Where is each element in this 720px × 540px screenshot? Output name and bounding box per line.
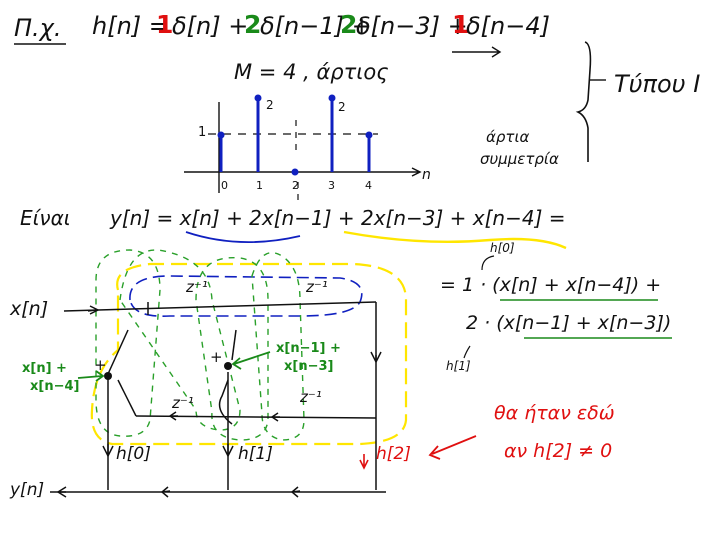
symmetry-axis xyxy=(295,118,299,200)
coef-0: 1 xyxy=(156,10,174,39)
xtick-2: 2 xyxy=(292,179,299,192)
symmetry-line2: συμμετρία xyxy=(480,150,559,168)
xtick-1: 1 xyxy=(256,179,263,192)
sum-node-left xyxy=(104,372,112,380)
example-prefix: Π.χ. xyxy=(14,14,62,42)
stems xyxy=(217,94,373,176)
x-axis xyxy=(184,167,422,177)
mid-arrow-down xyxy=(222,444,234,458)
stem-head-n3 xyxy=(328,94,336,102)
highlight-loops xyxy=(90,249,408,446)
green-arrow-left xyxy=(77,370,105,382)
h1-tag: h[1] xyxy=(446,359,471,373)
coef-h2: h[2] xyxy=(376,444,411,464)
sum-label-right-2: x[n−3] xyxy=(284,359,334,374)
term-0: δ[n] + xyxy=(172,12,249,40)
xtick-4: 4 xyxy=(365,179,372,192)
bottom-to-sum-right xyxy=(218,379,233,425)
top-delay-line xyxy=(63,301,377,312)
input-label: x[n] xyxy=(10,298,49,320)
grouped-line2: 2 · (x[n−1] + x[n−3]) xyxy=(466,312,672,334)
einai-formula: y[n] = x[n] + 2x[n−1] + 2x[n−3] + x[n−4]… xyxy=(110,206,566,230)
coef-h0: h[0] xyxy=(116,444,151,464)
value-label-n1: 2 xyxy=(266,98,274,112)
block-diagram xyxy=(50,301,386,498)
bottom-to-sum-left xyxy=(117,379,137,417)
output-arrow xyxy=(56,486,67,498)
delay-top-1: z⁻¹ xyxy=(186,278,208,296)
stem-head-n1 xyxy=(254,94,262,102)
stem-head-n2 xyxy=(291,168,299,176)
coef-h1: h[1] xyxy=(238,444,273,464)
xtick-0: 0 xyxy=(221,179,228,192)
sum-label-left-1: x[n] + xyxy=(22,361,67,376)
equation-lhs: h[n] = xyxy=(92,12,169,40)
term-1: δ[n−1] + xyxy=(260,12,372,40)
order-line: M = 4 , άρτιος xyxy=(234,60,389,84)
grouped-line1: = 1 · (x[n] + x[n−4]) + xyxy=(440,274,662,296)
stem-plot xyxy=(184,94,422,200)
sum-label-left-2: x[n−4] xyxy=(30,379,80,394)
blue-underline xyxy=(185,231,301,244)
type-label: Τύπου I xyxy=(614,70,701,98)
xtick-3: 3 xyxy=(328,179,335,192)
term-3: δ[n−3] + xyxy=(356,12,468,40)
input-arrow xyxy=(87,305,100,315)
symmetry-line1: άρτια xyxy=(486,128,530,146)
x-to-sum-right xyxy=(231,329,237,361)
x-to-sum-left xyxy=(107,329,129,375)
h0-pointer xyxy=(481,255,495,271)
equation-arrow xyxy=(452,46,502,58)
plus-right: + xyxy=(210,348,223,366)
right-arrow-down xyxy=(370,351,382,364)
delay-bottom-1: z⁻¹ xyxy=(172,394,194,412)
delay-top-2: z⁻¹ xyxy=(306,278,328,296)
h0-tag: h[0] xyxy=(490,241,515,255)
green-arrow-right xyxy=(231,351,271,370)
plus-left: + xyxy=(94,356,107,374)
h1-pointer xyxy=(463,345,471,359)
coef-3: 2 xyxy=(340,10,358,39)
value-label-n3: 2 xyxy=(338,100,346,114)
term-4: δ[n−4] xyxy=(466,12,550,40)
einai-word: Είναι xyxy=(20,206,71,230)
output-label: y[n] xyxy=(10,480,45,500)
note-line1: θα ήταν εδώ xyxy=(494,402,615,424)
left-arrow-down xyxy=(102,444,114,458)
note-line2: αν h[2] ≠ 0 xyxy=(504,440,613,462)
delay-bottom-2: z⁻¹ xyxy=(300,388,322,406)
ytick-1: 1 xyxy=(198,125,207,140)
coef-4: 1 xyxy=(452,10,470,39)
coef-1: 2 xyxy=(244,10,262,39)
red-h2-arrow xyxy=(359,454,369,470)
sum-label-right-1: x[n−1] + xyxy=(276,341,341,356)
sum-node-right xyxy=(224,362,232,370)
red-arrow xyxy=(428,435,477,460)
axis-label-n: n xyxy=(422,167,431,183)
brace xyxy=(575,41,592,162)
stem-head-n4 xyxy=(365,131,373,139)
stem-head-n0 xyxy=(217,131,225,139)
yellow-underline xyxy=(343,230,567,250)
